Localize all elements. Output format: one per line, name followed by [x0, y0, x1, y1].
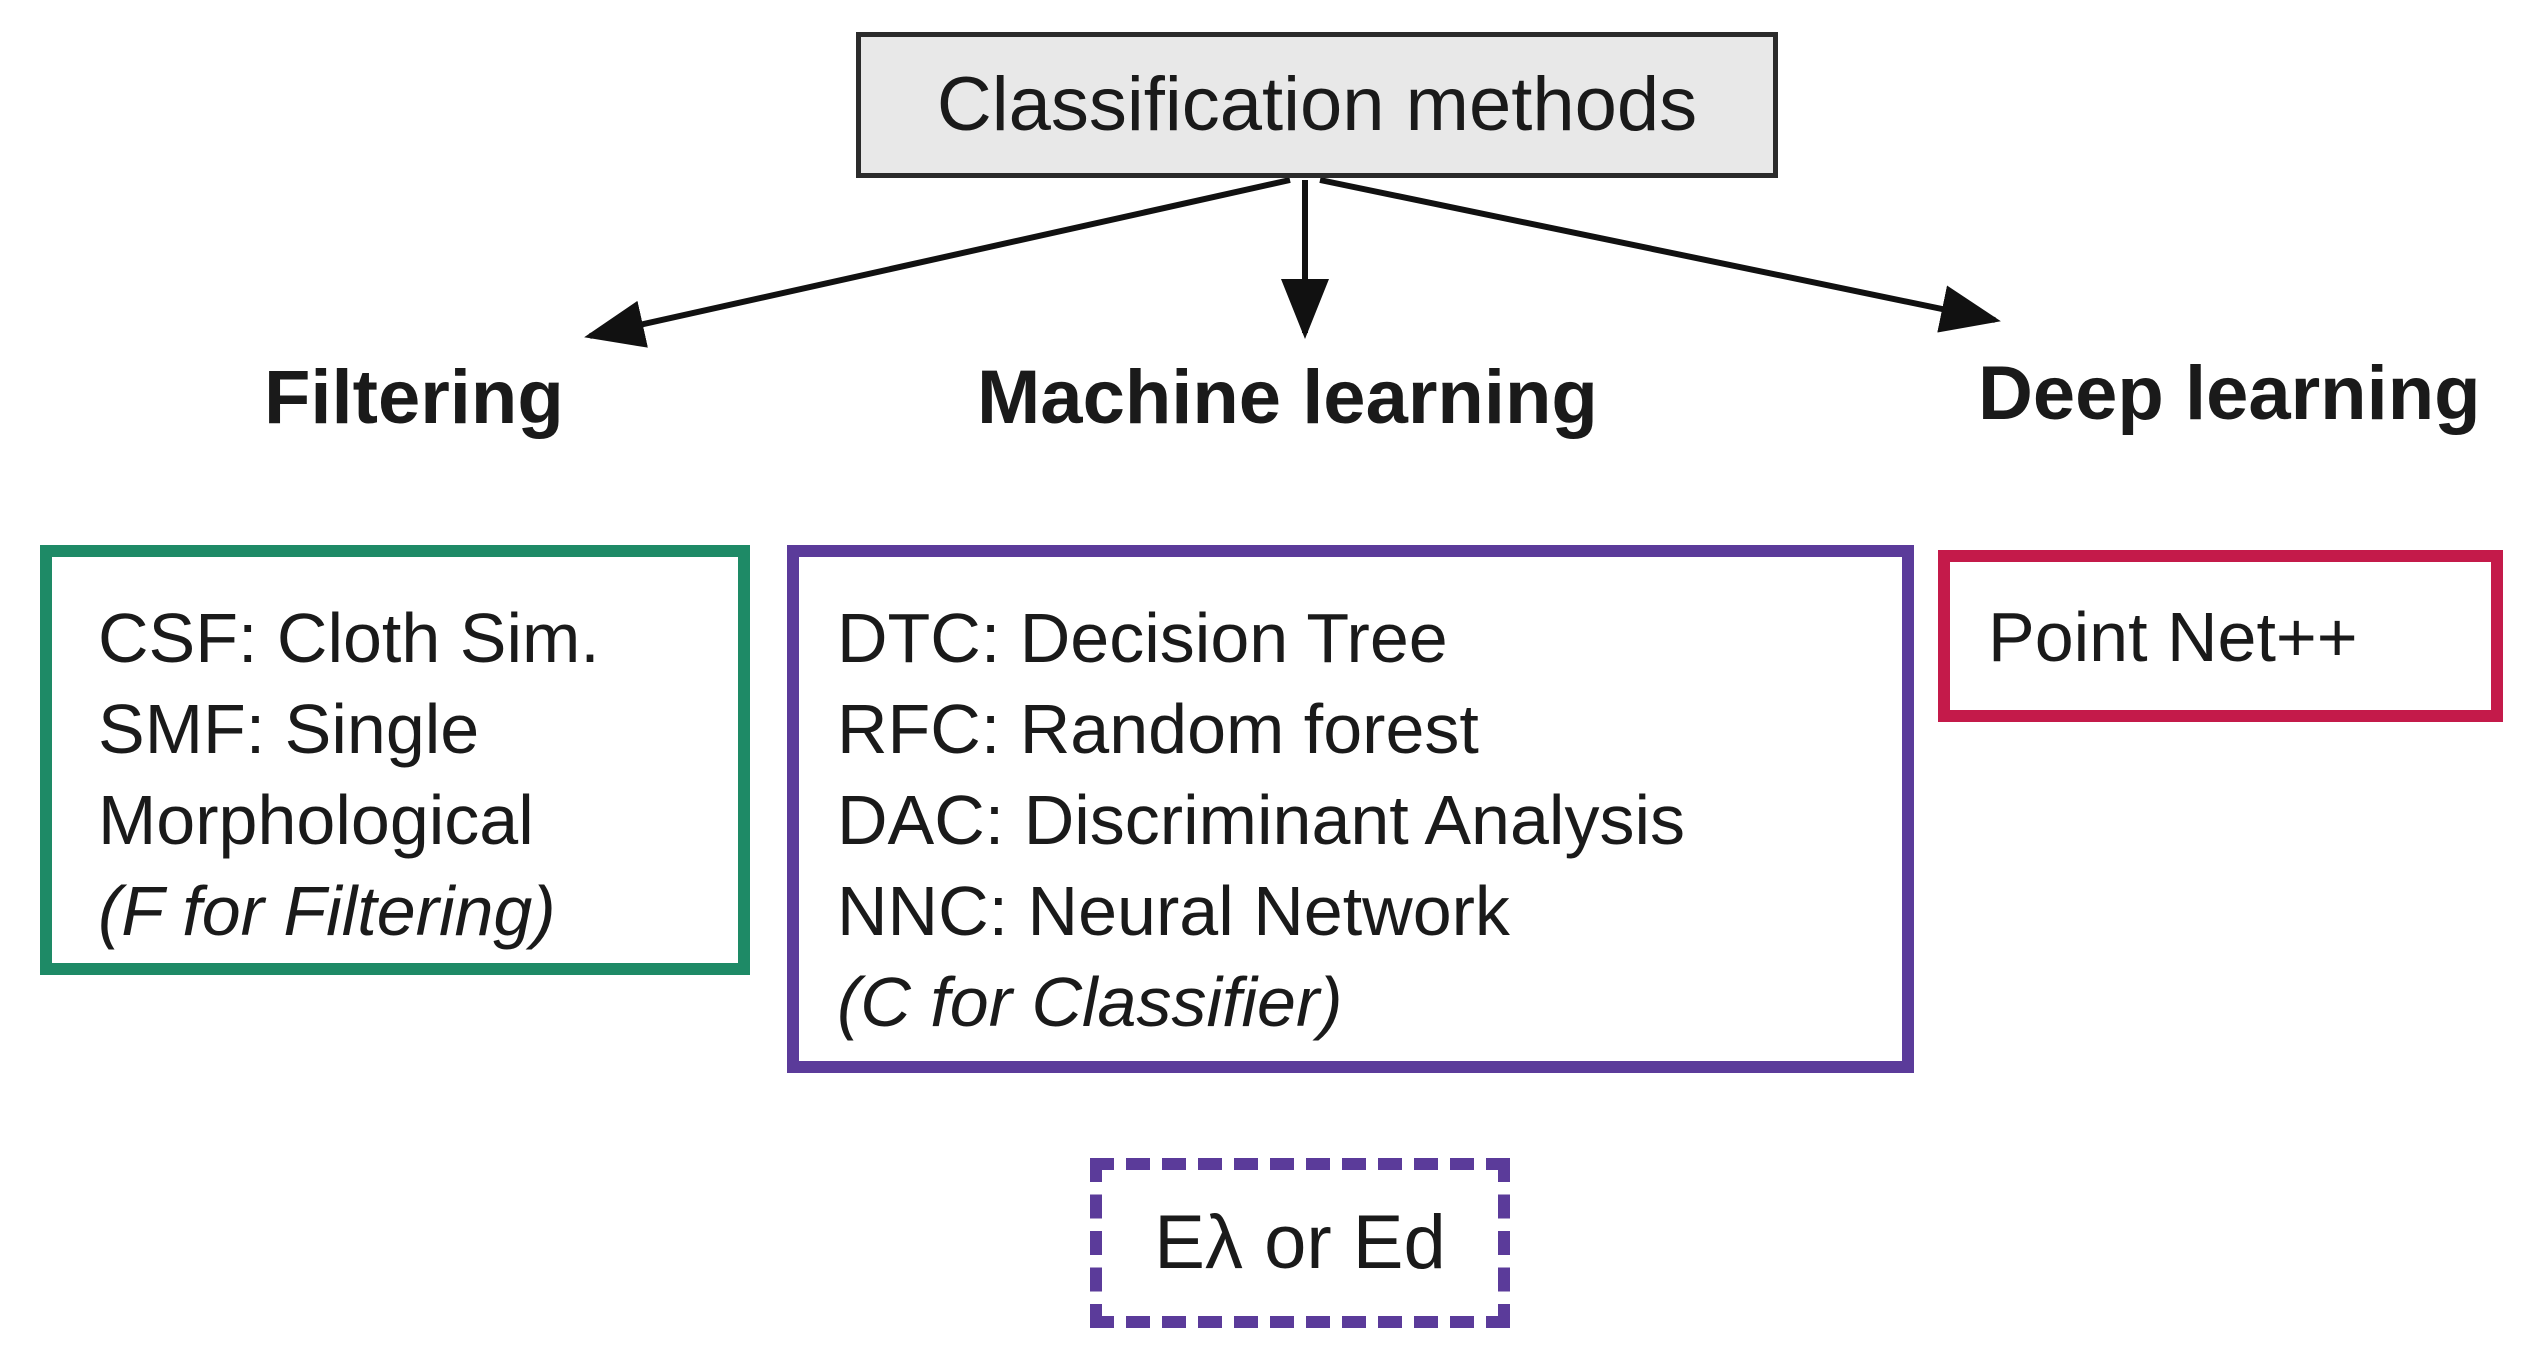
- heading-deep-learning: Deep learning: [1978, 351, 2481, 436]
- method-item: Point Net++: [1988, 598, 2358, 676]
- arrow-to-deep-learning: [1319, 177, 2001, 333]
- deep-learning-methods-box: Point Net++: [1938, 550, 2503, 722]
- heading-filtering: Filtering: [264, 355, 564, 440]
- filtering-methods-box: CSF: Cloth Sim. SMF: Single Morphologica…: [40, 545, 750, 975]
- method-item: CSF: Cloth Sim.: [98, 599, 600, 677]
- error-metric-box: Eλ or Ed: [1090, 1158, 1510, 1328]
- method-item: SMF: Single: [98, 690, 480, 768]
- error-metric-label: Eλ or Ed: [1154, 1200, 1446, 1285]
- method-item: DTC: Decision Tree: [837, 599, 1448, 677]
- classifier-note: (C for Classifier): [837, 963, 1343, 1041]
- root-label: Classification methods: [936, 62, 1698, 147]
- method-item: Morphological: [98, 781, 534, 859]
- method-item: RFC: Random forest: [837, 690, 1479, 768]
- method-item: NNC: Neural Network: [837, 872, 1510, 950]
- method-item: DAC: Discriminant Analysis: [837, 781, 1685, 859]
- heading-machine-learning: Machine learning: [977, 355, 1598, 440]
- machine-learning-methods-box: DTC: Decision Tree RFC: Random forest DA…: [787, 545, 1914, 1073]
- arrow-to-filtering: [584, 177, 1291, 348]
- root-node: Classification methods: [856, 32, 1778, 178]
- filtering-note: (F for Filtering): [98, 872, 556, 950]
